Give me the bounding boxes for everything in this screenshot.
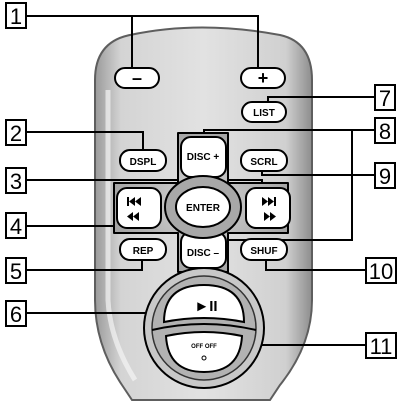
leader-5: [26, 260, 143, 271]
callout-3: 3: [10, 169, 22, 194]
svg-text:DSPL: DSPL: [130, 157, 157, 168]
enter-button[interactable]: ENTER: [164, 175, 242, 239]
off-button[interactable]: OFF OFF: [164, 331, 244, 374]
list-button[interactable]: LIST: [241, 101, 287, 123]
callout-1: 1: [10, 4, 22, 29]
callout-boxes: [5, 2, 397, 359]
callout-8: 8: [379, 119, 391, 144]
prev-button[interactable]: [116, 187, 162, 229]
remote-body-highlight: [105, 90, 138, 382]
shuf-button[interactable]: SHUF: [240, 238, 288, 261]
callout-7: 7: [379, 86, 391, 111]
play-pause-icon: ►II: [194, 298, 217, 315]
disc-plus-button[interactable]: DISC +: [180, 136, 227, 178]
callout-9: 9: [379, 164, 391, 189]
svg-text:–: –: [132, 68, 142, 88]
rep-button[interactable]: REP: [119, 238, 167, 261]
seek-back-icon: [127, 197, 141, 221]
minus-button[interactable]: –: [114, 67, 160, 89]
scrl-button[interactable]: SCRL: [240, 149, 288, 172]
off-indicator: [201, 355, 207, 361]
svg-text:LIST: LIST: [253, 108, 275, 119]
dspl-button[interactable]: DSPL: [119, 149, 167, 172]
callout-5: 5: [10, 259, 22, 284]
leader-lines: [26, 15, 375, 346]
svg-text:ENTER: ENTER: [186, 203, 221, 214]
callout-6: 6: [10, 302, 22, 327]
next-button[interactable]: [245, 187, 291, 229]
seek-forward-icon: [262, 197, 276, 221]
svg-text:REP: REP: [133, 246, 154, 257]
play-area-divider: [151, 323, 257, 331]
svg-text:SHUF: SHUF: [250, 246, 277, 257]
svg-text:DISC –: DISC –: [187, 248, 220, 259]
svg-text:SCRL: SCRL: [250, 157, 277, 168]
plus-button[interactable]: +: [240, 67, 286, 89]
leader-10: [265, 260, 366, 271]
callout-11: 11: [370, 334, 393, 359]
leader-1: [26, 15, 259, 70]
callout-4: 4: [10, 214, 22, 239]
callout-numbers: 1 2 3 4 5 6 7 8 9 10 11: [10, 4, 393, 359]
leader-2: [26, 131, 144, 150]
svg-text:OFF OFF: OFF OFF: [191, 344, 217, 350]
callout-box-11: [365, 332, 397, 359]
callout-2: 2: [10, 121, 22, 146]
svg-text:+: +: [258, 68, 269, 88]
svg-text:DISC +: DISC +: [187, 152, 220, 163]
callout-box-10: [365, 257, 397, 284]
play-pause-button[interactable]: ►II: [162, 283, 246, 324]
callout-10: 10: [369, 259, 393, 284]
